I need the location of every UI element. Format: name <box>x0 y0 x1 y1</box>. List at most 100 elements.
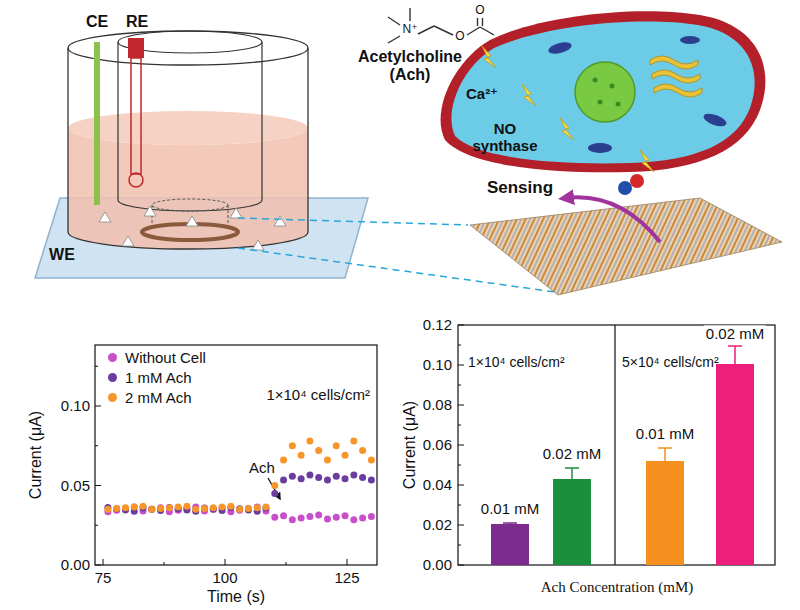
data-point <box>113 505 120 512</box>
legend-text: 1 mM Ach <box>125 369 192 386</box>
axis-tick <box>95 445 98 446</box>
mitochondrion <box>680 36 700 44</box>
axis-tick <box>458 445 464 446</box>
data-point <box>245 505 252 512</box>
reference-electrode-tip <box>129 173 143 187</box>
label: 125 <box>334 569 359 586</box>
axis-tick <box>95 485 101 486</box>
label: 5×10⁴ cells/cm² <box>622 354 719 370</box>
axis-tick <box>458 325 464 326</box>
data-point <box>236 506 243 513</box>
cylinder-wall <box>67 48 68 232</box>
data-point <box>236 505 243 512</box>
axis-tick <box>458 485 464 486</box>
label: 0.01 mM <box>481 500 539 517</box>
nucleus <box>575 62 635 122</box>
axis-tick <box>286 562 287 565</box>
cells <box>99 206 286 250</box>
bond <box>477 18 478 26</box>
axis-tick <box>458 505 461 506</box>
data-point <box>122 504 129 511</box>
mitochondrion <box>702 111 728 129</box>
medium-liquid <box>68 128 308 249</box>
label: 0.06 <box>423 436 452 453</box>
legend-swatch <box>108 393 117 402</box>
data-point <box>359 447 366 454</box>
data-point <box>342 475 349 482</box>
legend-text: Without Cell <box>125 349 206 366</box>
sensing-film <box>470 198 782 295</box>
data-point <box>113 505 120 512</box>
sensing-arrow <box>566 197 660 242</box>
mitochondria <box>547 36 728 153</box>
er-band <box>650 56 698 69</box>
data-point <box>148 506 155 513</box>
axis-tick <box>458 425 461 426</box>
axis-tick <box>458 525 464 526</box>
data-point <box>280 477 287 484</box>
axis-tick <box>458 405 464 406</box>
data-point <box>359 474 366 481</box>
cell-icon <box>122 236 134 246</box>
cell-region: Ca²⁺NO synthase <box>440 12 770 172</box>
bond <box>480 27 494 35</box>
bond <box>409 8 410 21</box>
label: O <box>475 4 484 18</box>
data-point <box>262 503 269 510</box>
legend-row: 1 mM Ach <box>108 367 206 387</box>
dot <box>610 84 615 89</box>
data-point <box>350 437 357 444</box>
error-bar <box>728 346 742 364</box>
cell-icon <box>186 216 198 226</box>
cell-icon <box>144 206 156 216</box>
error-bar <box>565 468 579 479</box>
data-point <box>210 504 217 511</box>
injection-arrow <box>268 478 280 499</box>
data-point <box>315 447 322 454</box>
data-point <box>280 512 287 519</box>
label: Ach Concentration (mM) <box>541 579 693 596</box>
dot <box>616 102 621 107</box>
label: 75 <box>95 569 112 586</box>
label: Acetylcholine (Ach) <box>351 48 469 85</box>
data-point <box>271 490 278 497</box>
bar <box>646 461 684 565</box>
label: 0.10 <box>61 397 90 414</box>
data-point <box>131 503 138 510</box>
data-point <box>131 503 138 510</box>
panel-divider <box>614 325 615 565</box>
data-point <box>368 513 375 520</box>
axis-tick <box>95 366 98 367</box>
cell-icon <box>230 208 242 218</box>
bar <box>716 364 754 565</box>
data-point <box>104 506 111 513</box>
data-point <box>166 504 173 511</box>
data-point <box>306 513 313 520</box>
data-point <box>342 512 349 519</box>
cell-membrane <box>441 11 766 172</box>
data-point <box>333 442 340 449</box>
label: 1×10⁴ cells/cm² <box>266 386 370 403</box>
data-point <box>368 457 375 464</box>
data-point <box>157 505 164 512</box>
data-point <box>271 482 278 489</box>
data-point <box>271 514 278 521</box>
axis-tick <box>95 406 101 407</box>
cell-well <box>228 205 229 226</box>
bond <box>388 36 400 43</box>
label: 0.08 <box>423 396 452 413</box>
ion-label: Ca²⁺ <box>466 85 498 102</box>
label: 0.00 <box>61 556 90 573</box>
oxygen-atom <box>630 174 644 188</box>
data-point <box>306 437 313 444</box>
error-bar <box>658 448 672 461</box>
dot <box>598 100 603 105</box>
data-point <box>148 506 155 513</box>
data-point <box>324 477 331 484</box>
data-point <box>342 452 349 459</box>
data-point <box>333 514 340 521</box>
axis-tick <box>95 565 101 566</box>
label: Current (μA) <box>27 411 45 499</box>
cell-icon <box>252 240 264 250</box>
